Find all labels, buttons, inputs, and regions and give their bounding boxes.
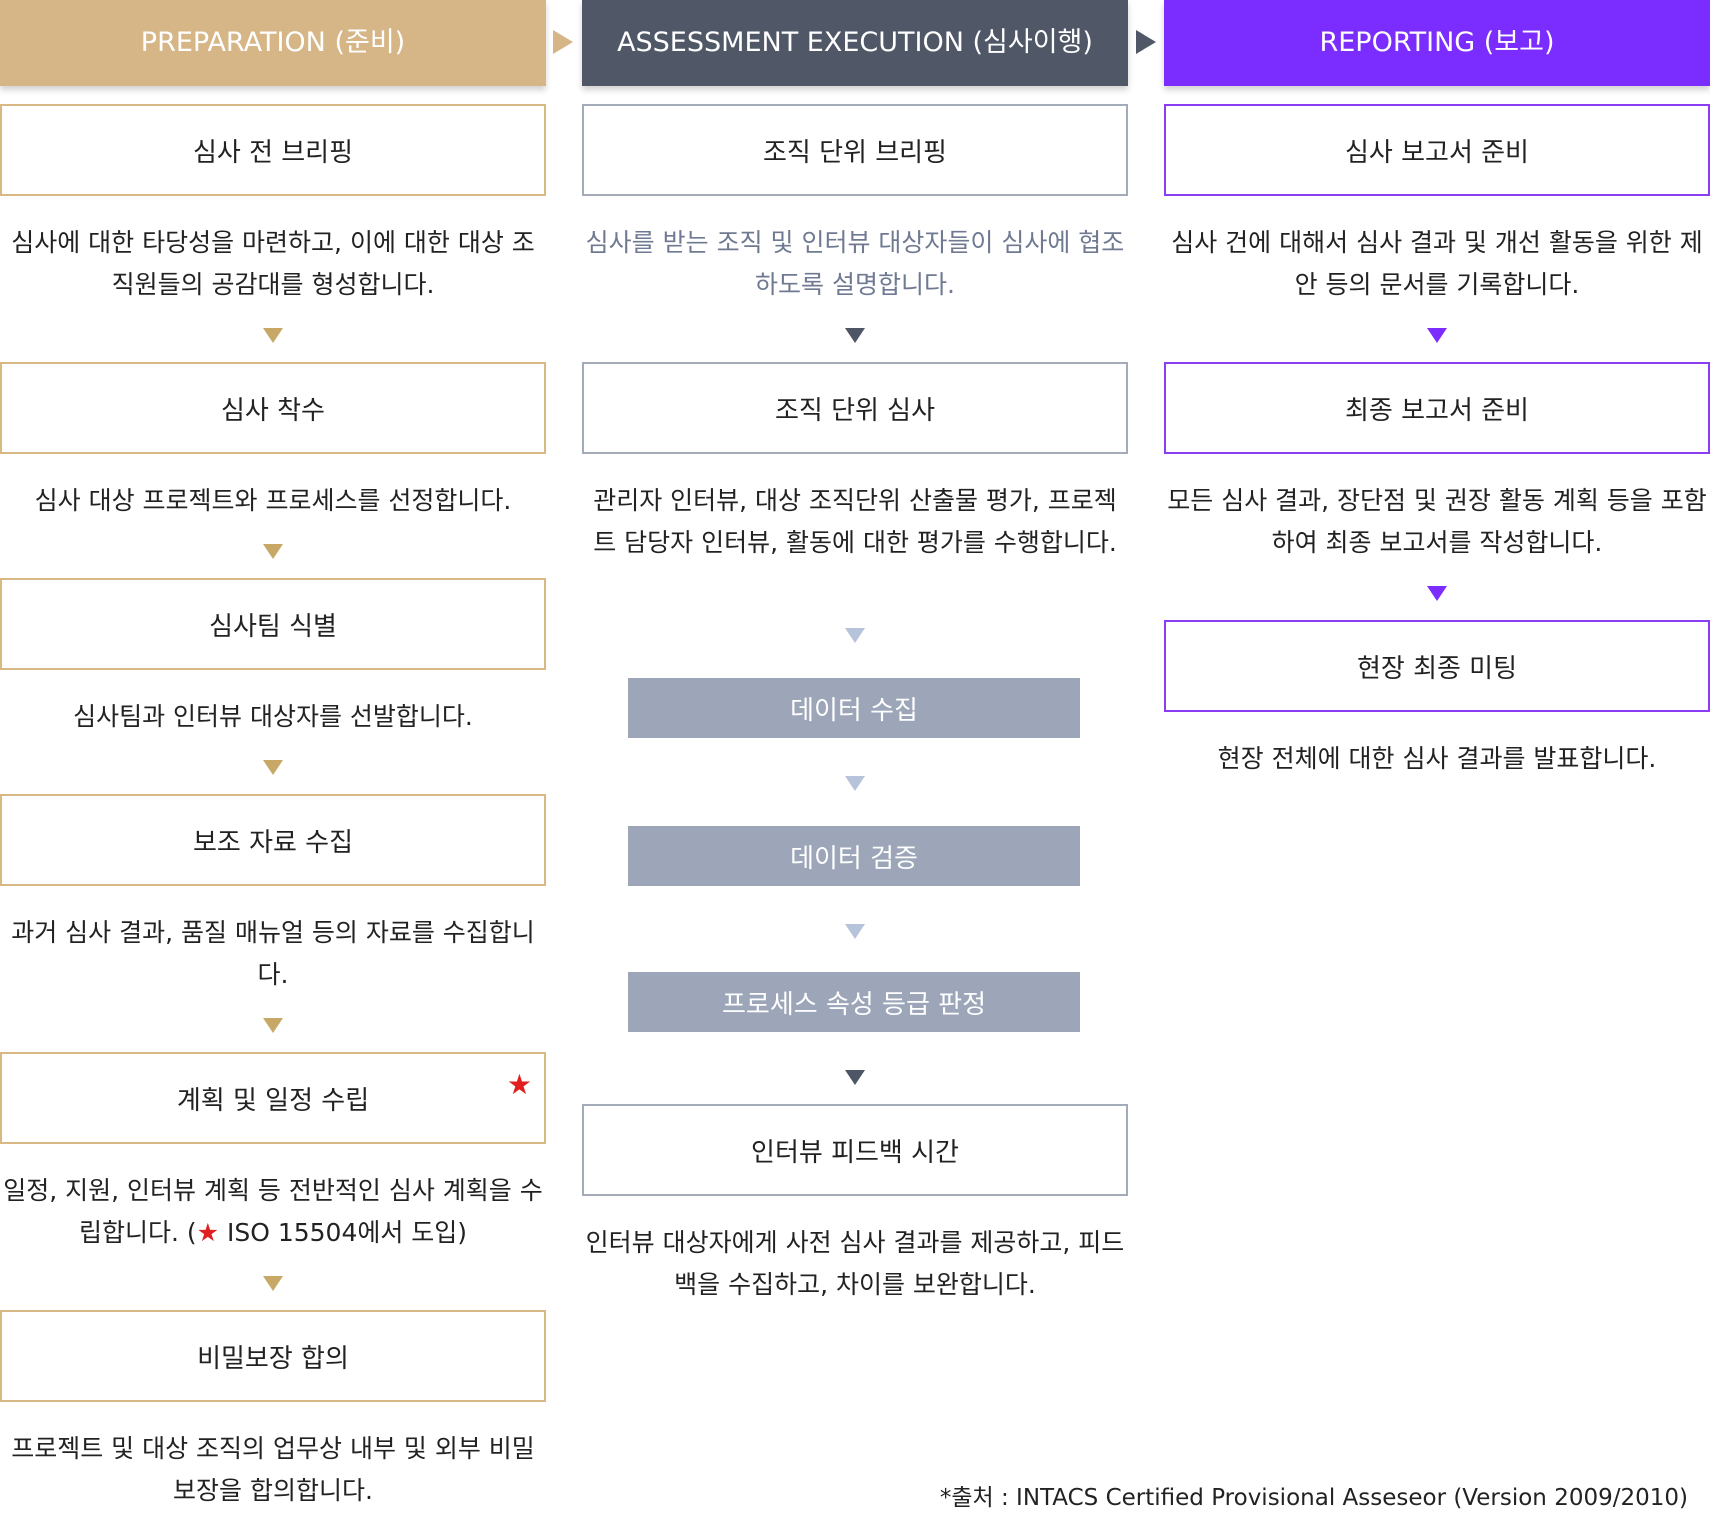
desc-text: 일정, 지원, 인터뷰 계획 등 전반적인 심사 계획을 수립합니다. ( [3, 1176, 543, 1247]
down-arrow-icon [263, 1276, 283, 1291]
step-description: 심사 건에 대해서 심사 결과 및 개선 활동을 위한 제안 등의 문서를 기록… [1171, 228, 1703, 299]
desc-tail: ISO 15504에서 도입) [219, 1218, 468, 1247]
star-icon: ★ [196, 1218, 220, 1247]
column-assessment-execution: ASSESSMENT EXECUTION (심사이행) 조직 단위 브리핑 심사… [582, 0, 1128, 1299]
sub-step-box: 프로세스 속성 등급 판정 [628, 972, 1080, 1032]
sub-step-box: 데이터 수집 [628, 678, 1080, 738]
down-arrow-icon [845, 924, 865, 939]
step-box: 보조 자료 수집 [0, 794, 546, 886]
down-arrow-icon [263, 1018, 283, 1033]
step-box: 비밀보장 합의 [0, 1310, 546, 1402]
header-arrow-1 [553, 30, 573, 54]
column-header-preparation: PREPARATION (준비) [0, 0, 546, 86]
star-icon: ★ [506, 1068, 532, 1101]
sub-step-box: 데이터 검증 [628, 826, 1080, 886]
down-arrow-icon [1427, 586, 1447, 601]
down-arrow-icon [845, 628, 865, 643]
down-arrow-icon [263, 760, 283, 775]
step-box: 심사 보고서 준비 [1164, 104, 1710, 196]
step-description: 심사팀과 인터뷰 대상자를 선발합니다. [73, 702, 473, 731]
down-arrow-icon [1427, 328, 1447, 343]
step-description: 심사에 대한 타당성을 마련하고, 이에 대한 대상 조직원들의 공감대를 형성… [11, 228, 535, 299]
step-description: 일정, 지원, 인터뷰 계획 등 전반적인 심사 계획을 수립합니다. (★ I… [0, 1170, 546, 1254]
down-arrow-icon [263, 328, 283, 343]
column-reporting: REPORTING (보고) 심사 보고서 준비 심사 건에 대해서 심사 결과… [1164, 0, 1710, 773]
step-description: 과거 심사 결과, 품질 매뉴얼 등의 자료를 수집합니다. [11, 918, 535, 989]
step-description: 인터뷰 대상자에게 사전 심사 결과를 제공하고, 피드백을 수집하고, 차이를… [585, 1228, 1125, 1299]
step-box: 인터뷰 피드백 시간 [582, 1104, 1128, 1196]
step-description: 심사를 받는 조직 및 인터뷰 대상자들이 심사에 협조하도록 설명합니다. [585, 228, 1125, 299]
source-note: *출처 : INTACS Certified Provisional Asses… [939, 1485, 1688, 1511]
step-box: 조직 단위 브리핑 [582, 104, 1128, 196]
step-box: 심사팀 식별 [0, 578, 546, 670]
step-box: 조직 단위 심사 [582, 362, 1128, 454]
down-arrow-icon [845, 776, 865, 791]
step-description: 프로젝트 및 대상 조직의 업무상 내부 및 외부 비밀 보장을 합의합니다. [11, 1434, 535, 1505]
column-header-reporting: REPORTING (보고) [1164, 0, 1710, 86]
step-description: 현장 전체에 대한 심사 결과를 발표합니다. [1217, 744, 1657, 773]
step-box: 최종 보고서 준비 [1164, 362, 1710, 454]
step-box: 심사 전 브리핑 [0, 104, 546, 196]
down-arrow-icon [263, 544, 283, 559]
step-description: 심사 대상 프로젝트와 프로세스를 선정합니다. [34, 486, 512, 515]
step-box: 현장 최종 미팅 [1164, 620, 1710, 712]
column-header-assessment: ASSESSMENT EXECUTION (심사이행) [582, 0, 1128, 86]
step-title: 계획 및 일정 수립 [176, 1085, 370, 1116]
step-description: 관리자 인터뷰, 대상 조직단위 산출물 평가, 프로젝트 담당자 인터뷰, 활… [593, 486, 1117, 557]
down-arrow-icon [845, 328, 865, 343]
step-description: 모든 심사 결과, 장단점 및 권장 활동 계획 등을 포함하여 최종 보고서를… [1167, 486, 1707, 557]
down-arrow-icon [845, 1070, 865, 1085]
step-box-planning: 계획 및 일정 수립 ★ [0, 1052, 546, 1144]
step-box: 심사 착수 [0, 362, 546, 454]
column-preparation: PREPARATION (준비) 심사 전 브리핑 심사에 대한 타당성을 마련… [0, 0, 546, 1505]
header-arrow-2 [1136, 30, 1156, 54]
